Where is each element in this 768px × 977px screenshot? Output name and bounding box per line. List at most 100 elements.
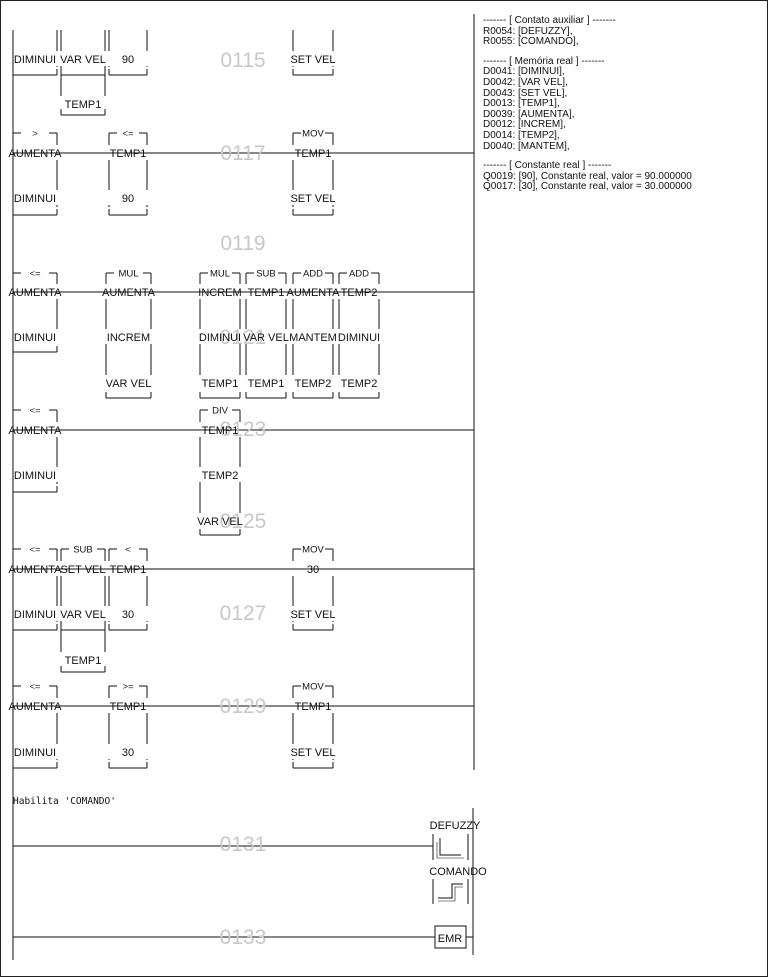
block-operand: DIMINUI: [338, 332, 380, 344]
legend-section-header: ------- [ Memória real ] -------: [483, 55, 605, 67]
block-operand: INCREM: [107, 332, 150, 344]
block-operand: TEMP2: [295, 378, 332, 390]
block-operand: DIMINUI: [199, 332, 241, 344]
block-operand: TEMP1: [248, 378, 285, 390]
block-opcode: MUL: [210, 269, 230, 280]
instruction-block-r5_c[interactable]: < TEMP1 30: [108, 545, 148, 631]
block-opcode: <=: [122, 129, 134, 140]
rung-number: 0127: [220, 602, 267, 625]
block-operand: AUMENTA: [9, 564, 63, 576]
rung-number: 0119: [220, 232, 265, 255]
coil-defuzzy[interactable]: [431, 834, 469, 860]
legend-item: Q0017: [30], Constante real, valor = 30.…: [483, 181, 692, 193]
instruction-block-r1_c[interactable]: 90: [108, 30, 148, 76]
block-operand: TEMP2: [341, 287, 378, 299]
block-operand: TEMP1: [202, 425, 239, 437]
legend-item: D0039: [AUMENTA],: [483, 108, 575, 120]
block-opcode: SUB: [73, 545, 93, 556]
block-opcode: <=: [29, 682, 41, 693]
legend-section: ------- [ Contato auxiliar ] -------R005…: [483, 15, 763, 48]
block-operand: DIMINUI: [14, 193, 56, 205]
legend-item: R0054: [DEFUZZY],: [483, 25, 573, 37]
rung-number: 0133: [220, 926, 267, 949]
instruction-block-r1_a[interactable]: DIMINUI: [12, 30, 58, 76]
block-opcode: <=: [29, 269, 41, 280]
rung-comment: Habilita 'COMANDO': [13, 796, 116, 807]
block-operand: INCREM: [198, 287, 241, 299]
rung-number: 0125: [220, 510, 267, 533]
block-operand: 30: [122, 747, 134, 759]
legend-item: R0055: [COMANDO],: [483, 36, 579, 48]
legend-item: D0012: [INCREM],: [483, 119, 566, 131]
block-operand: SET VEL: [290, 193, 335, 205]
rung-number: 0121: [220, 326, 267, 349]
block-operand: AUMENTA: [287, 287, 341, 299]
legend-item: D0040: [MANTEM],: [483, 140, 570, 152]
block-operand: SET VEL: [290, 54, 335, 66]
legend-item: D0043: [SET VEL],: [483, 87, 568, 99]
block-operand: VAR VEL: [197, 516, 243, 528]
emr-coil-label: EMR: [438, 933, 463, 945]
block-opcode: <: [125, 545, 131, 556]
block-operand: 30: [307, 564, 319, 576]
instruction-block-r6_b[interactable]: >= TEMP1 30: [108, 682, 148, 769]
block-opcode: <=: [29, 406, 41, 417]
block-operand: TEMP2: [341, 378, 378, 390]
block-operand: DIMINUI: [14, 747, 56, 759]
block-operand: TEMP1: [295, 148, 332, 160]
block-operand: 30: [122, 609, 134, 621]
block-operand: TEMP1: [110, 564, 147, 576]
rung-number: 0131: [220, 833, 267, 856]
coil-label-defuzzy: DEFUZZY: [430, 820, 481, 832]
block-operand: DIMINUI: [14, 609, 56, 621]
rung-number: 0117: [220, 142, 265, 165]
coil-comando[interactable]: [432, 879, 469, 904]
block-operand: DIMINUI: [14, 332, 56, 344]
block-operand: AUMENTA: [9, 425, 63, 437]
block-opcode: MOV: [302, 129, 324, 140]
block-opcode: MOV: [302, 545, 324, 556]
legend-item: D0014: [TEMP2],: [483, 129, 560, 141]
block-operand: DIMINUI: [14, 470, 56, 482]
instruction-block-r3_a[interactable]: <= AUMENTA DIMINUI: [9, 269, 63, 353]
instruction-block-r2_a[interactable]: > AUMENTA DIMINUI: [9, 129, 63, 216]
block-operand: TEMP1: [110, 148, 147, 160]
block-opcode: DIV: [212, 406, 229, 417]
block-operand: TEMP1: [65, 655, 102, 667]
block-opcode: SUB: [256, 269, 276, 280]
block-operand: AUMENTA: [9, 148, 63, 160]
block-operand: TEMP1: [248, 287, 285, 299]
block-opcode: >=: [122, 682, 134, 693]
block-operand: TEMP1: [110, 701, 147, 713]
block-operand: AUMENTA: [9, 287, 63, 299]
instruction-block-r1_d[interactable]: SET VEL: [290, 30, 336, 76]
block-operand: VAR VEL: [60, 609, 106, 621]
legend-section-header: ------- [ Contato auxiliar ] -------: [483, 15, 616, 26]
legend-item: D0041: [DIMINUI],: [483, 66, 565, 78]
block-operand: SET VEL: [290, 747, 335, 759]
block-operand: TEMP1: [65, 99, 102, 111]
block-operand: 90: [122, 54, 134, 66]
block-opcode: >: [32, 129, 38, 140]
instruction-block-r4_a[interactable]: <= AUMENTA DIMINUI: [9, 406, 63, 493]
block-operand: MANTEM: [289, 332, 337, 344]
legend-item: D0042: [VAR VEL],: [483, 76, 568, 88]
block-opcode: MUL: [118, 269, 138, 280]
legend-section-header: ------- [ Constante real ] -------: [483, 160, 612, 172]
